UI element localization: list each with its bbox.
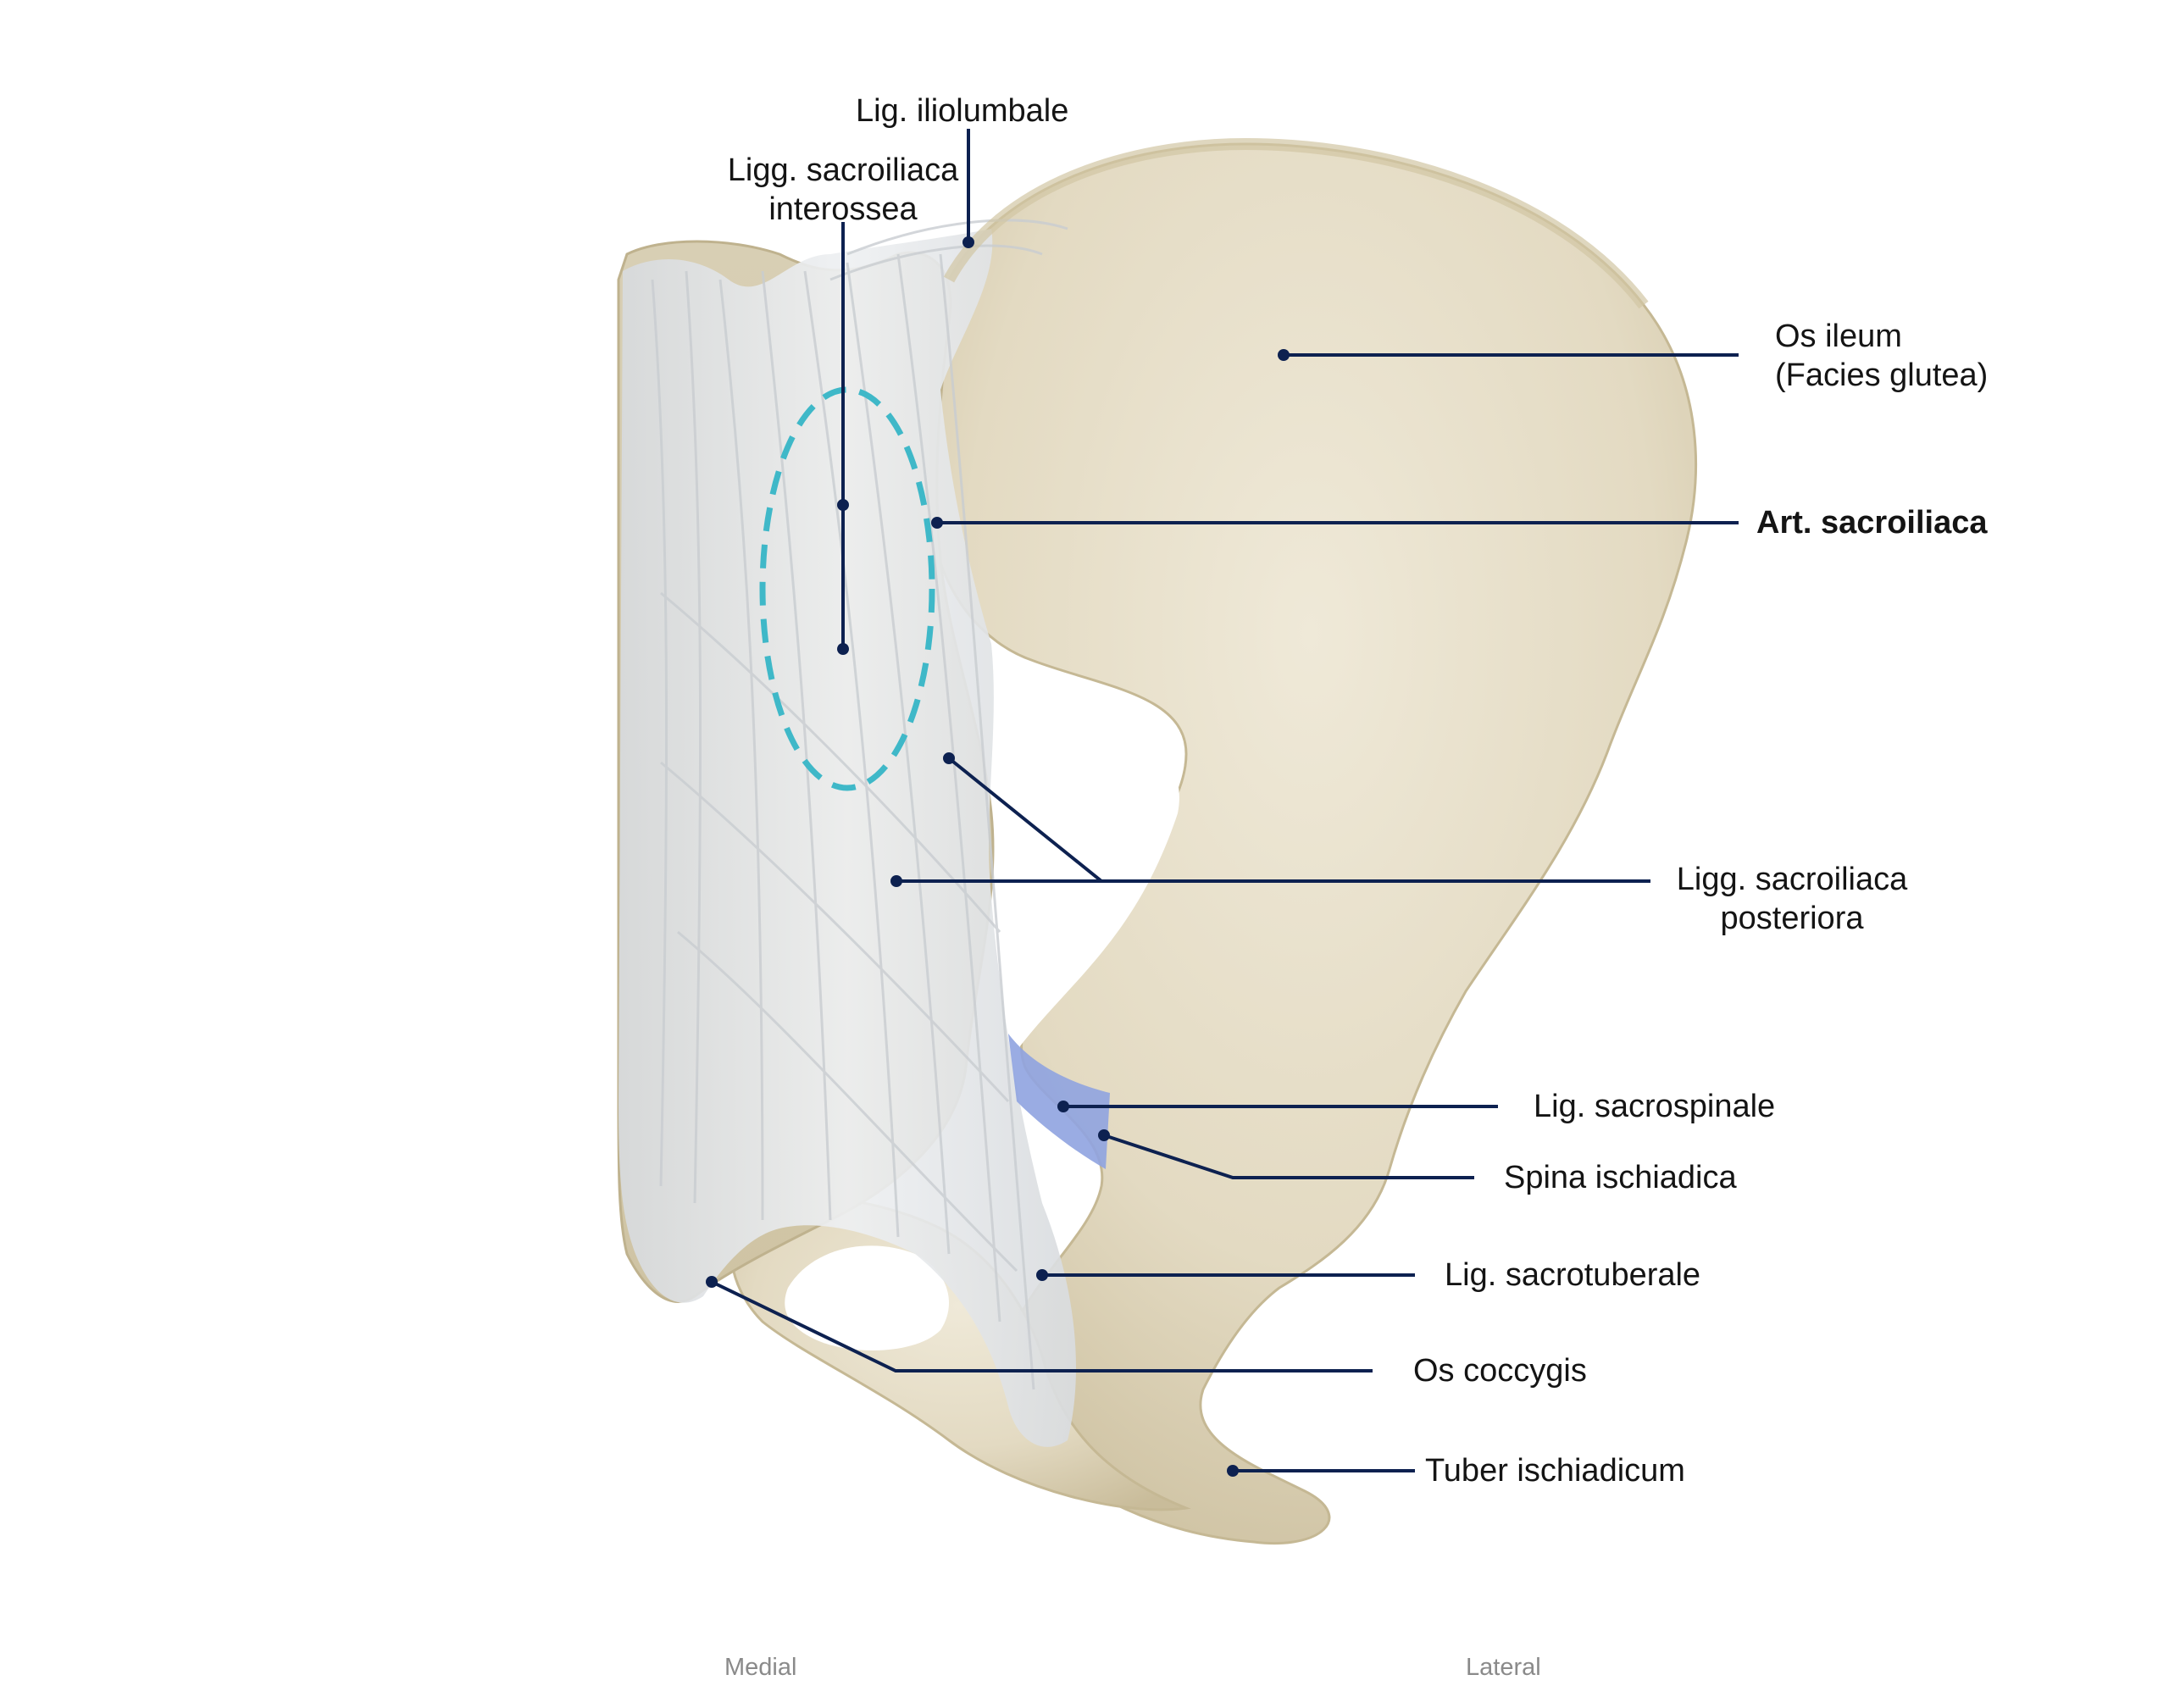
- obturator-opening: [785, 1245, 949, 1350]
- label-spina-ischiadica: Spina ischiadica: [1504, 1160, 1737, 1195]
- label-lig-iliolumbale: Lig. iliolumbale: [856, 93, 1069, 129]
- label-art-sacroiliaca: Art. sacroiliaca: [1756, 505, 1988, 541]
- ligament-sheet: [619, 229, 1076, 1447]
- orientation-medial: Medial: [724, 1654, 797, 1681]
- label-lig-sacrotuberale: Lig. sacrotuberale: [1445, 1257, 1701, 1293]
- label-os-coccygis: Os coccygis: [1413, 1353, 1587, 1389]
- sacrospinale-ligament: [1008, 1034, 1110, 1169]
- iliac-crest: [943, 137, 1649, 309]
- label-ligg-sacroiliaca-interossea: Ligg. sacroiliaca interossea: [727, 152, 959, 227]
- label-ligg-sacroiliaca-posteriora: Ligg. sacroiliaca posteriora: [1676, 862, 1908, 936]
- label-os-ileum: Os ileum (Facies glutea): [1775, 319, 1989, 393]
- leader-lines: [711, 129, 1739, 1472]
- ligament-fibers: [651, 219, 1068, 1390]
- leader-dots: [706, 236, 1290, 1477]
- label-tuber-ischiadicum: Tuber ischiadicum: [1425, 1453, 1685, 1489]
- interossea-highlight-ellipse: [759, 386, 935, 791]
- greater-sciatic-notch: [960, 746, 1179, 1051]
- label-lig-sacrospinale: Lig. sacrospinale: [1534, 1089, 1776, 1124]
- orientation-lateral: Lateral: [1466, 1654, 1541, 1681]
- os-ileum-shape: [923, 142, 1697, 1544]
